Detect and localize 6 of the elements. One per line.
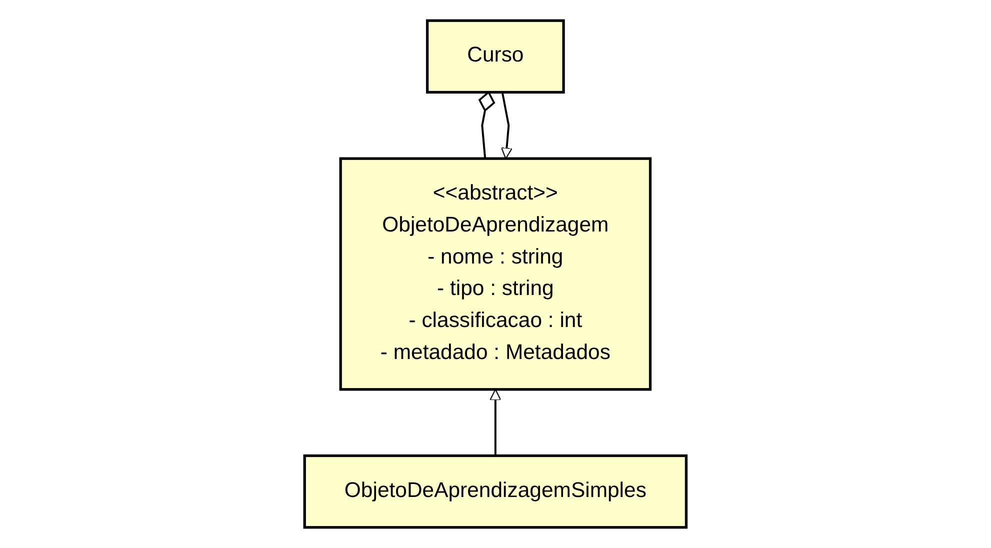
node-box: <<abstract>> ObjetoDeAprendizagem - nome : string - tipo : string - classificacao : int - metadado : Metadados [339,157,652,391]
connector [478,91,496,159]
arrow [490,388,502,456]
node-box: ObjetoDeAprendizagemSimples [303,454,688,529]
arrow [500,92,513,160]
node-box: Curso [426,19,565,94]
